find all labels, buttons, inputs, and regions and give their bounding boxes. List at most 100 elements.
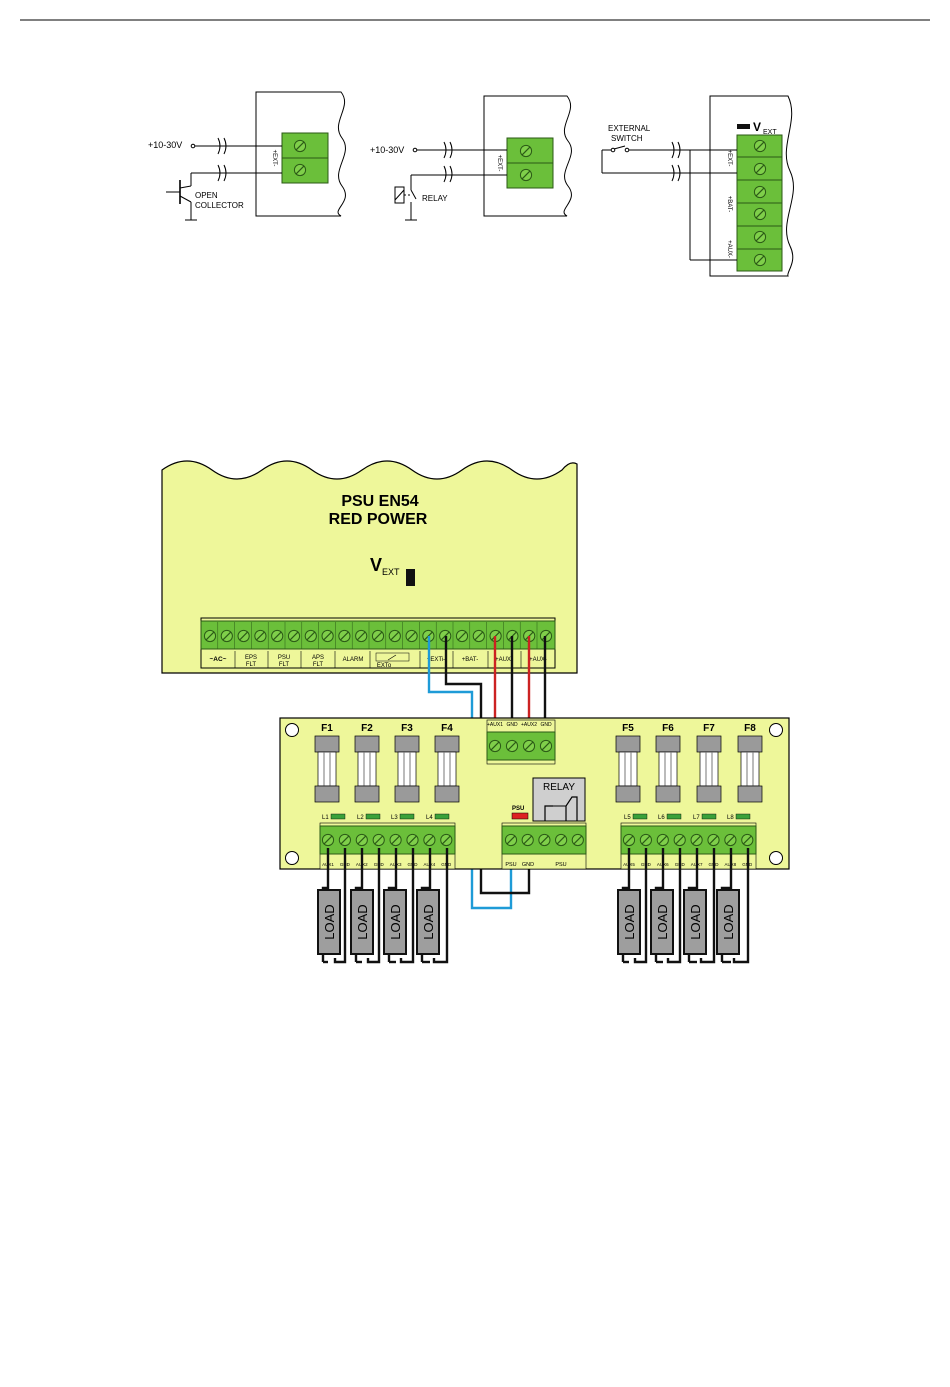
terminal-label: +EXT- — [726, 150, 732, 167]
status-led — [434, 813, 450, 820]
terminal-label: +EXT- — [271, 150, 277, 167]
terminal-screw — [455, 629, 469, 643]
psu-term-exti: +EXTi- — [427, 657, 445, 663]
psu-term-aps: APS — [312, 655, 324, 661]
fuse-cap — [314, 735, 340, 753]
load-label: LOAD — [322, 904, 337, 939]
terminal-screw — [203, 629, 217, 643]
terminal-screw — [355, 629, 368, 643]
relay-label: RELAY — [543, 782, 575, 793]
psu-term-exto: EXTo — [377, 663, 392, 669]
terminal-screw — [571, 833, 584, 847]
fuse-label: F7 — [703, 723, 715, 734]
psu-led-label: PSU — [512, 806, 524, 812]
fuse-cap — [696, 785, 722, 803]
terminal-screw — [472, 629, 485, 643]
fuse-cap — [354, 785, 380, 803]
psu-term-aps-flt: FLT — [313, 662, 324, 668]
terminal-screw — [237, 629, 250, 643]
fuse-label: F3 — [401, 723, 413, 734]
psu-board: PSU EN54 RED POWER V EXT ~AC~ EPS FLT PS… — [161, 460, 578, 674]
fuse-cap — [615, 785, 641, 803]
relay — [532, 777, 586, 822]
fuse-glass — [317, 751, 337, 787]
terminal-screw — [372, 833, 385, 847]
terminal-label: +BAT- — [726, 196, 732, 212]
psu-term-eps-flt: FLT — [246, 662, 257, 668]
collector-label: COLLECTOR — [195, 201, 244, 210]
terminal-screw — [338, 629, 351, 643]
psu-term-label: PSU — [505, 862, 516, 868]
led-label: L7 — [693, 815, 700, 821]
load-label: LOAD — [355, 904, 370, 939]
input-term-label: GND — [506, 722, 518, 728]
load-label: LOAD — [388, 904, 403, 939]
input-term-label: +AUX1 — [487, 722, 503, 728]
load-resistor — [716, 889, 740, 955]
external-label: EXTERNAL — [608, 124, 651, 133]
terminal-screw — [220, 629, 234, 643]
terminal-screw — [423, 833, 436, 847]
terminal-screw — [707, 833, 720, 847]
psu-led — [511, 812, 529, 820]
load-label: LOAD — [622, 904, 637, 939]
vext-sub-label: EXT — [382, 567, 400, 577]
terminal-screw — [656, 833, 669, 847]
fuse-label: F8 — [744, 723, 756, 734]
diagram-external-switch: +EXT- +BAT- +AUX- V EXT EXTERNAL SWITCH — [601, 95, 794, 277]
terminal-screw — [622, 833, 636, 847]
terminal-screw — [690, 833, 703, 847]
load-resistor — [317, 889, 341, 955]
terminal-screw — [406, 833, 419, 847]
load-resistor — [383, 889, 407, 955]
fuse-label: F1 — [321, 723, 333, 734]
input-term-label: +AUX2 — [521, 722, 537, 728]
psu-term-eps: EPS — [245, 655, 257, 661]
terminal-screw — [639, 833, 653, 847]
load-label: LOAD — [721, 904, 736, 939]
terminal-screw — [505, 739, 519, 753]
psu-term-psu-flt: FLT — [279, 662, 290, 668]
voltage-label: +10-30V — [148, 140, 182, 150]
fuse-cap — [655, 735, 681, 753]
load-resistor — [416, 889, 440, 955]
load-label: LOAD — [421, 904, 436, 939]
led-label: L2 — [357, 815, 364, 821]
led-label: L3 — [391, 815, 398, 821]
vext-jumper — [406, 569, 415, 586]
terminal-screw — [304, 629, 317, 643]
terminal-screw — [389, 833, 402, 847]
fuse-cap — [354, 735, 380, 753]
load-resistor — [350, 889, 374, 955]
terminal-screw — [504, 833, 518, 847]
vext-sub-label: EXT — [763, 129, 777, 136]
terminal-screw — [538, 833, 551, 847]
fuse-glass — [618, 751, 638, 787]
terminal-screw — [355, 833, 368, 847]
psu-title: PSU EN54 — [341, 493, 418, 510]
fuse-glass — [658, 751, 678, 787]
terminal-screw — [521, 833, 534, 847]
status-led — [365, 813, 381, 820]
terminal-screw — [488, 739, 502, 753]
led-label: L6 — [658, 815, 665, 821]
fuse-label: F6 — [662, 723, 674, 734]
terminal-screw — [554, 833, 568, 847]
status-led — [735, 813, 751, 820]
terminal-screw — [539, 739, 553, 753]
fuse-label: F4 — [441, 723, 453, 734]
terminal-label: +EXT- — [496, 155, 502, 172]
psu-term-psu: PSU — [278, 655, 290, 661]
fuse-cap — [394, 735, 420, 753]
terminal-screw — [321, 629, 334, 643]
terminal-screw — [388, 629, 401, 643]
switch-label: SWITCH — [611, 134, 643, 143]
voltage-label: +10-30V — [370, 145, 404, 155]
fuse-cap — [434, 785, 460, 803]
status-led — [632, 813, 648, 820]
load-resistor — [683, 889, 707, 955]
load-resistor — [617, 889, 641, 955]
fuse-label: F5 — [622, 723, 634, 734]
